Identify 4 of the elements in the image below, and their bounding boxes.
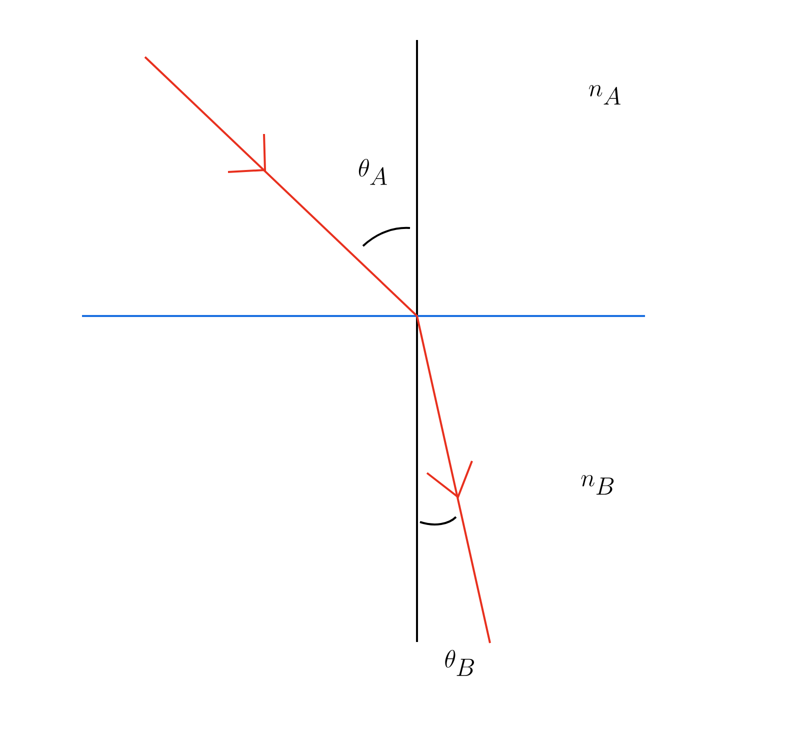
math-label: $\theta_B$ xyxy=(445,650,474,676)
math-label: $n_A$ xyxy=(589,85,620,105)
math-label: $n_B$ xyxy=(581,475,614,495)
math-label: $\theta_A$ xyxy=(358,158,387,185)
